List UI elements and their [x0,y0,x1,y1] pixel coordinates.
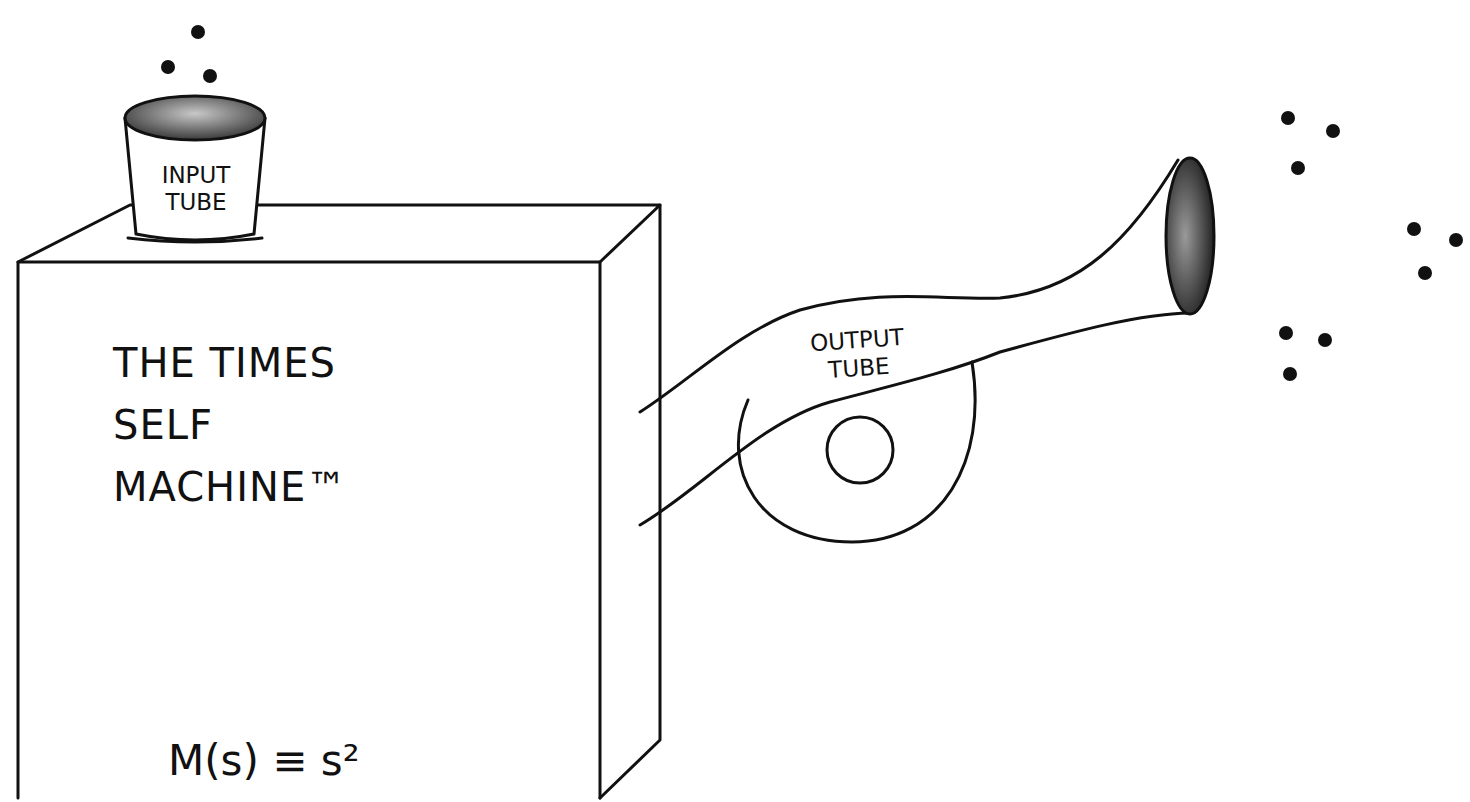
machine-formula: M(s) ≡ s² [168,736,600,786]
tube-label: OUTPUT TUBE [809,323,906,385]
tube-label: INPUT TUBE [162,162,231,216]
machine-name: THE TIMES SELF MACHINE™ [113,332,347,518]
output-tube-top [640,160,1178,412]
input-tube-mouth [125,96,265,140]
balls [161,25,1463,381]
output-tube-mouth [1166,158,1214,314]
output-tube-bottom [640,313,1190,525]
box-top [18,205,660,262]
machine-box: THE TIMES SELF MACHINE™ M(s) ≡ s² [18,262,600,798]
output-tube-loop [738,362,975,542]
output-tube: OUTPUT TUBE [768,322,948,392]
box-side [600,205,660,798]
box-front [18,262,600,798]
output-tube-hole [827,417,893,483]
input-tube: INPUT TUBE [132,140,260,236]
